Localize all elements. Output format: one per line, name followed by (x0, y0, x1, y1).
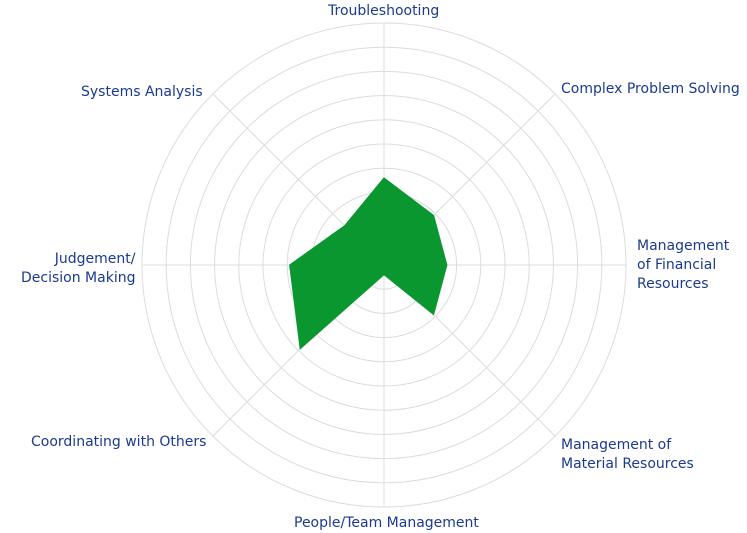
axis-label-people-team-management: People/Team Management (294, 515, 479, 531)
axis-label-complex-problem-solving: Complex Problem Solving (561, 81, 740, 97)
axis-label-material-resources: Management of Material Resources (561, 437, 694, 472)
axis-label-judgement: Judgement/ Decision Making (21, 251, 136, 286)
axis-label-coordinating: Coordinating with Others (31, 434, 207, 450)
axis-label-troubleshooting: Troubleshooting (328, 3, 440, 19)
radar-data (289, 177, 448, 350)
axis-label-systems-analysis: Systems Analysis (81, 84, 203, 100)
axis-label-financial-resources: Management of Financial Resources (637, 238, 730, 292)
series-area (289, 177, 448, 350)
